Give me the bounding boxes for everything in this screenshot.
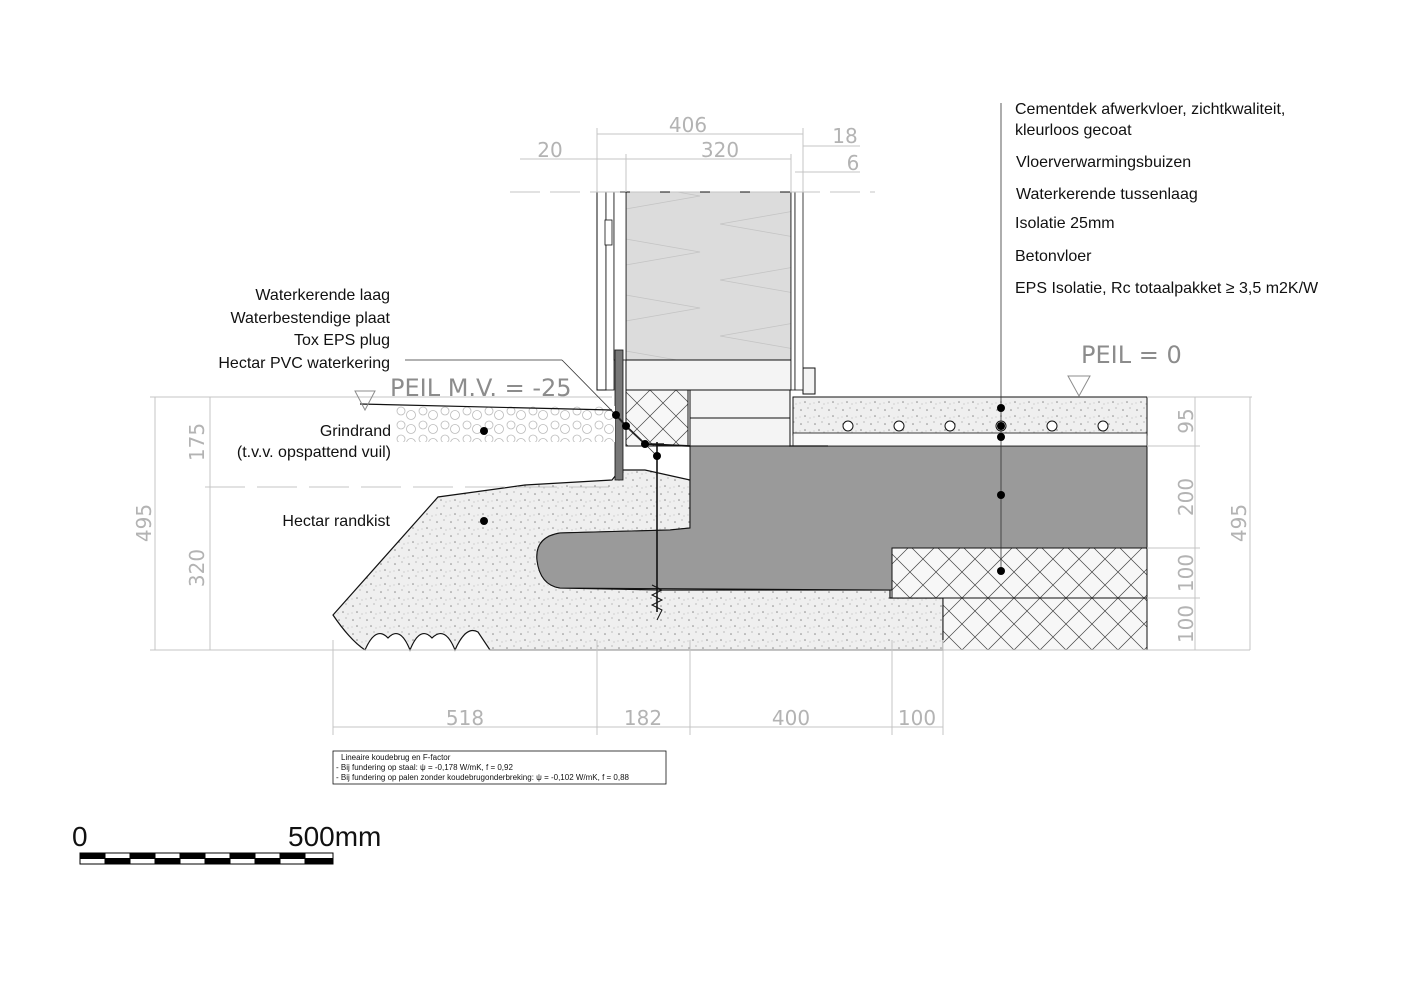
- wall-sill-top: [689, 389, 791, 419]
- dim-top-406: 406: [669, 113, 707, 137]
- label-hectar-pvc: Hectar PVC waterkering: [218, 355, 390, 372]
- dim-right-100b: 100: [1174, 605, 1198, 643]
- eps-insulation-lower: [942, 597, 1148, 651]
- dim-bottom-400: 400: [772, 706, 810, 730]
- dim-bottom-100: 100: [898, 706, 936, 730]
- label-waterkerende-laag: Waterkerende laag: [255, 287, 390, 304]
- dim-top-20: 20: [537, 138, 562, 162]
- scale-bar-end: 500mm: [288, 821, 381, 852]
- dim-right-495: 495: [1227, 504, 1251, 542]
- wall-insulation: [625, 191, 792, 361]
- dim-left-320: 320: [185, 549, 209, 587]
- scale-bar-start: 0: [72, 821, 88, 852]
- dim-top-18: 18: [832, 124, 857, 148]
- eps-insulation-upper: [891, 547, 1148, 599]
- label-hectar-randkist: Hectar randkist: [282, 513, 390, 530]
- note-title: Lineaire koudebrug en F-factor: [341, 753, 451, 762]
- leader-dots: [480, 404, 1005, 575]
- grindrand-gravel: [395, 406, 615, 442]
- wall-bottom-plate: [625, 359, 792, 391]
- label-waterkerende-tussenlaag: Waterkerende tussenlaag: [1016, 186, 1198, 203]
- note-line1: - Bij fundering op staal: ψ = -0,178 W/m…: [336, 763, 513, 772]
- label-cementdek-2: kleurloos gecoat: [1015, 122, 1132, 139]
- dim-right-100a: 100: [1174, 554, 1198, 592]
- foundation-screw: [650, 442, 664, 621]
- dim-bottom-182: 182: [624, 706, 662, 730]
- peil-mv-triangle: [354, 390, 376, 412]
- scale-bar: [79, 852, 334, 865]
- koudebrug-note-box: [332, 750, 667, 785]
- dimension-lines: [150, 128, 1252, 735]
- dim-right-95: 95: [1174, 408, 1198, 433]
- label-vloerverwarming: Vloerverwarmingsbuizen: [1016, 154, 1191, 171]
- betonvloer-shape: [536, 445, 1148, 591]
- wall-sill-bottom: [689, 417, 791, 447]
- peil-mv-label: PEIL M.V. = -25: [390, 374, 572, 402]
- label-tox-eps-plug: Tox EPS plug: [294, 332, 390, 349]
- isolatie-25mm: [792, 432, 1148, 447]
- label-grindrand-1: Grindrand: [320, 423, 391, 440]
- peil-0-label: PEIL = 0: [1081, 341, 1182, 369]
- dim-bottom-518: 518: [446, 706, 484, 730]
- dim-right-200: 200: [1174, 478, 1198, 516]
- label-cementdek-1: Cementdek afwerkvloer, zichtkwaliteit,: [1015, 101, 1285, 118]
- label-isolatie: Isolatie 25mm: [1015, 215, 1115, 232]
- label-eps: EPS Isolatie, Rc totaalpakket ≥ 3,5 m2K/…: [1015, 280, 1319, 297]
- dim-left-495: 495: [132, 504, 156, 542]
- label-grindrand-2: (t.v.v. opspattend vuil): [237, 444, 391, 461]
- peil-0-triangle: [1067, 375, 1091, 398]
- dim-left-175: 175: [185, 423, 209, 461]
- label-betonvloer: Betonvloer: [1015, 248, 1092, 265]
- label-waterbestendige-plaat: Waterbestendige plaat: [230, 310, 390, 327]
- dim-top-320: 320: [701, 138, 739, 162]
- dim-top-6: 6: [847, 151, 860, 175]
- tox-eps-plug-block: [625, 389, 689, 447]
- note-line2: - Bij fundering op palen zonder koudebru…: [336, 773, 630, 782]
